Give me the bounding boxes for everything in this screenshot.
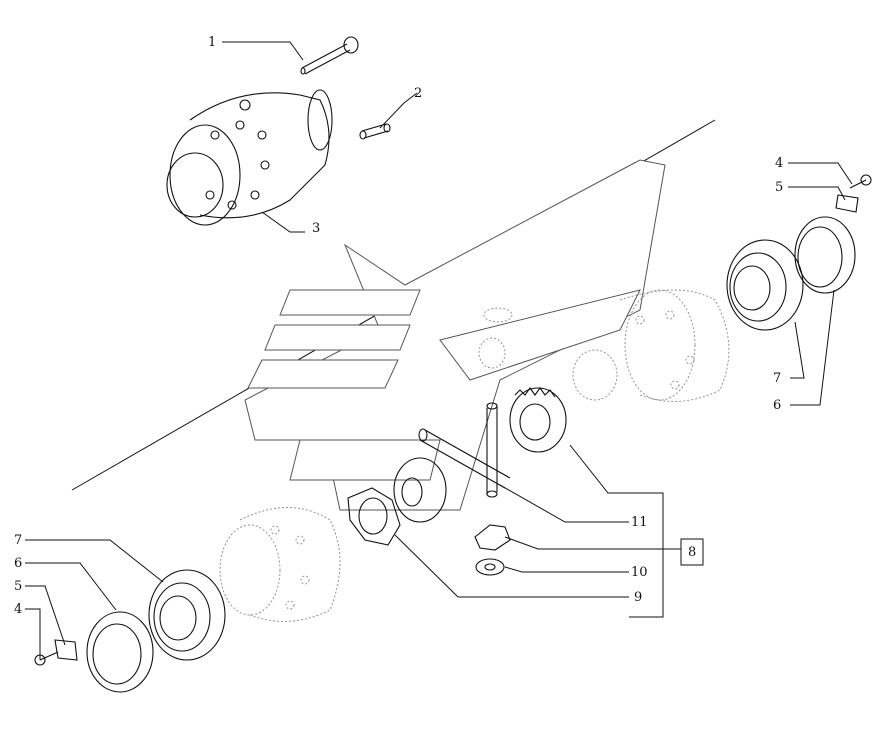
side-gear-left	[393, 457, 447, 523]
callout-7-right: 7	[773, 371, 781, 386]
bearing-cup-part-6-left	[86, 611, 154, 693]
callout-10: 10	[631, 565, 648, 580]
pin-part-2	[359, 123, 391, 140]
callout-4-left: 4	[14, 602, 22, 617]
ghost-housing-left	[219, 507, 341, 622]
callout-box-8	[680, 538, 704, 566]
pinion-gear	[474, 524, 511, 551]
watermark-logo	[71, 119, 716, 511]
callout-4-right: 4	[775, 156, 783, 171]
callout-1: 1	[208, 35, 216, 50]
bolt-part-1	[300, 36, 359, 75]
callout-5-left: 5	[14, 579, 22, 594]
bearing-cone-part-7-left	[148, 569, 226, 661]
bolt-part-4-right	[849, 174, 872, 189]
callout-3: 3	[312, 221, 320, 236]
differential-housing-part-3	[166, 89, 333, 226]
ghost-housing-right	[478, 289, 730, 402]
callout-7-left: 7	[14, 533, 22, 548]
callout-5-right: 5	[775, 180, 783, 195]
leader-lines	[25, 41, 853, 660]
callout-8: 8	[688, 545, 696, 560]
lock-plate-part-5-left	[54, 639, 78, 661]
cross-shaft-part-11	[418, 402, 511, 498]
washer-part-10	[475, 558, 505, 576]
lock-plate-part-5-right	[835, 194, 859, 213]
bolt-part-4-left	[34, 651, 59, 666]
side-gear-top	[509, 387, 567, 453]
bearing-cup-part-6-right	[794, 216, 856, 294]
bearing-cone-part-7-right	[726, 239, 804, 331]
callout-2: 2	[414, 86, 422, 101]
callout-9: 9	[634, 590, 642, 605]
callout-11: 11	[631, 515, 648, 530]
callout-6-left: 6	[14, 556, 22, 571]
thrust-washer-part-9	[347, 487, 401, 546]
callout-6-right: 6	[773, 398, 781, 413]
